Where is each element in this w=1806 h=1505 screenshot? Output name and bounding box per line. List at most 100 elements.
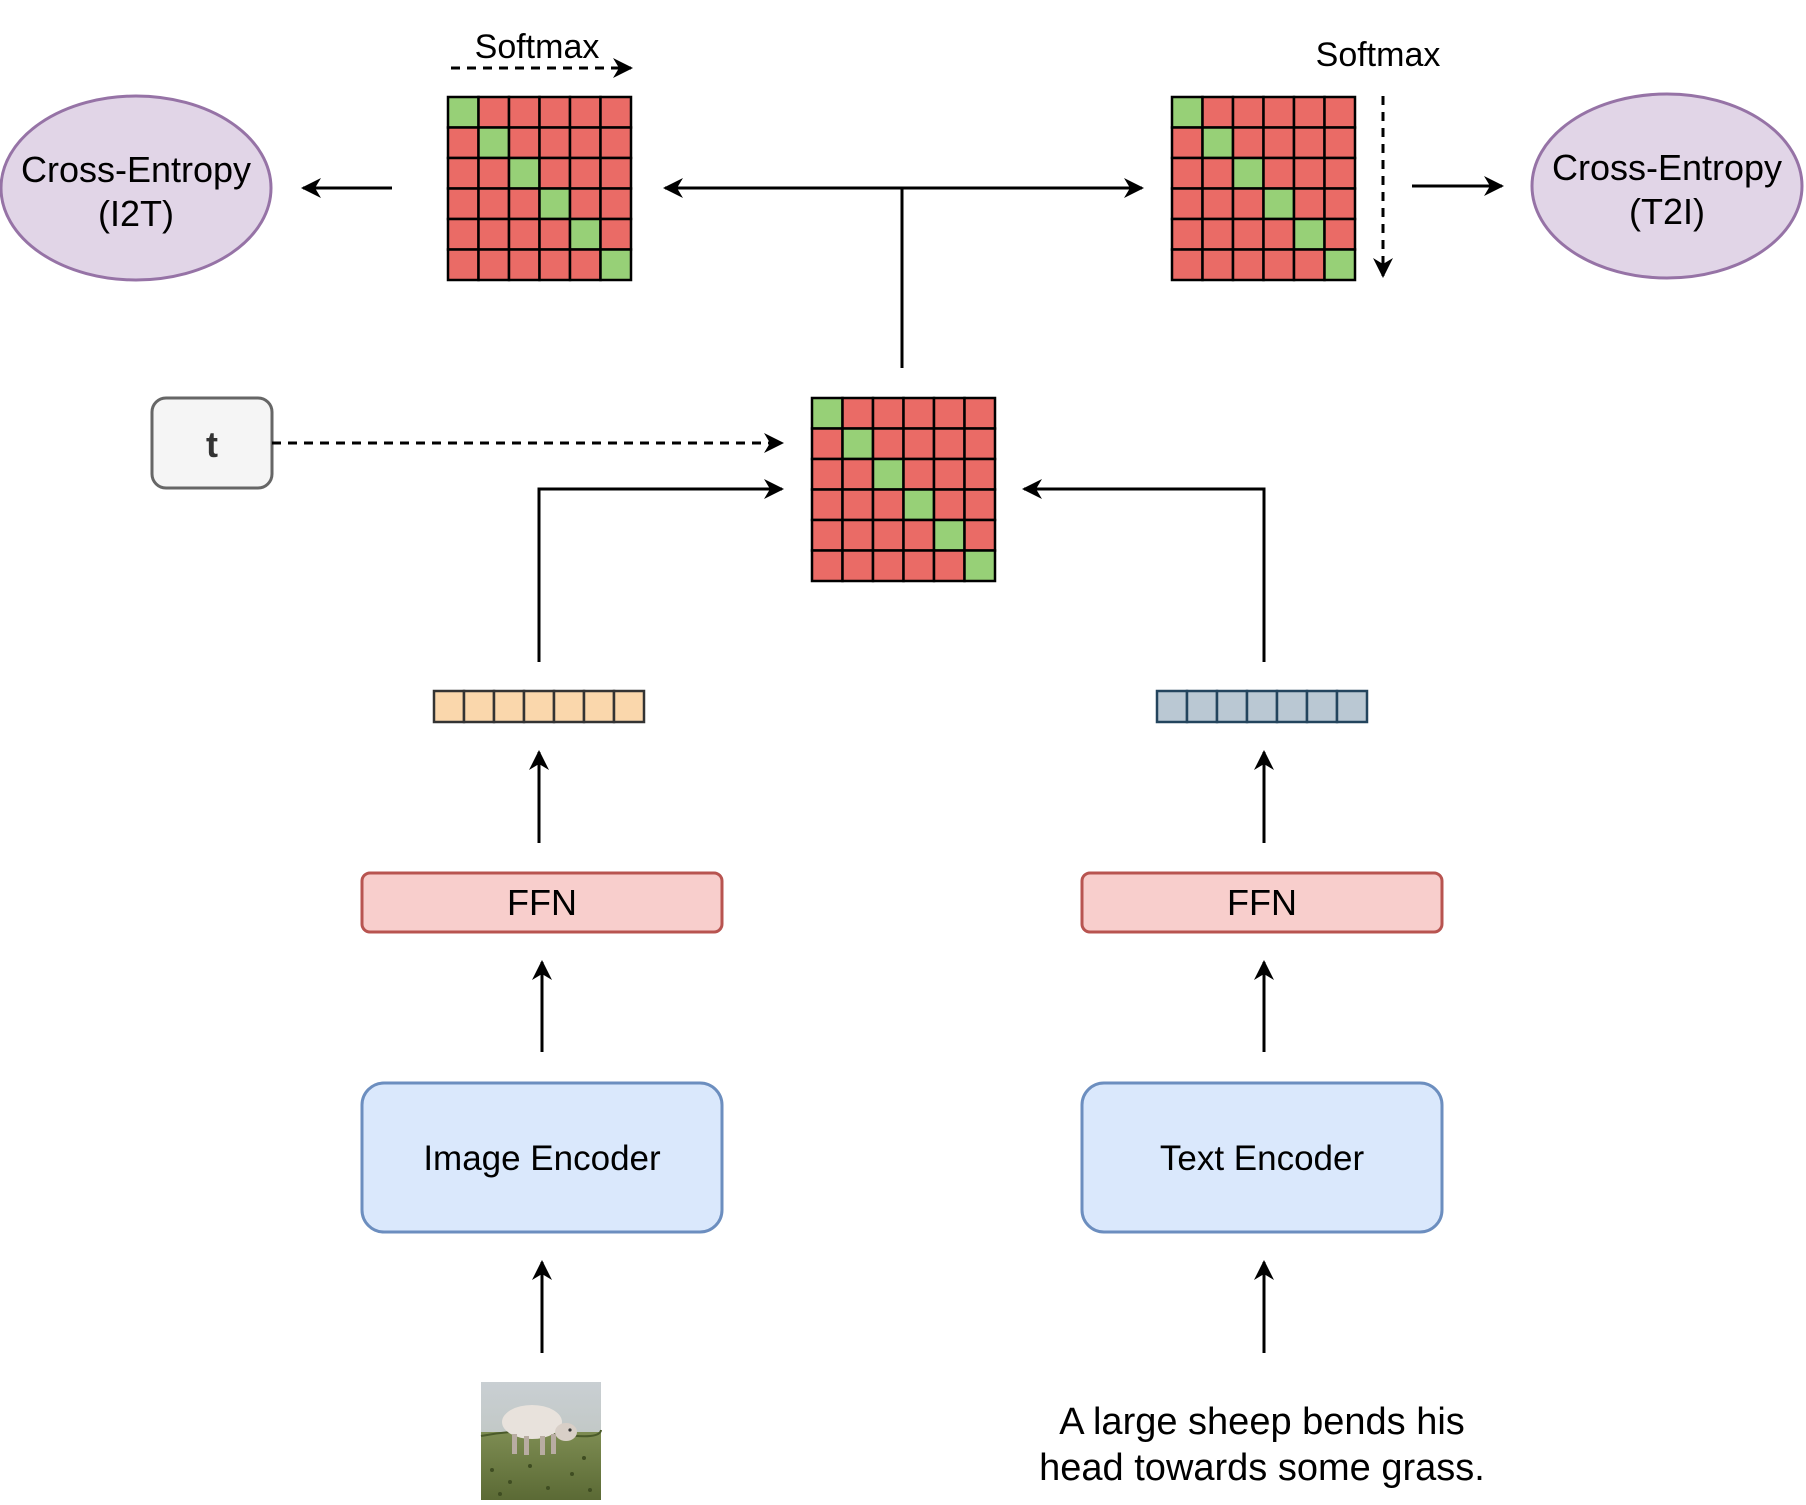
matrix-cell bbox=[1231, 126, 1265, 160]
matrix-cell bbox=[1201, 95, 1235, 129]
matrix-cell bbox=[1323, 156, 1357, 190]
matrix-cell bbox=[599, 95, 633, 129]
matrix-cell bbox=[1170, 156, 1204, 190]
vector-cell bbox=[432, 689, 466, 724]
matrix-cell bbox=[1292, 187, 1326, 221]
matrix-cell bbox=[871, 518, 905, 552]
matrix-cell bbox=[538, 95, 572, 129]
loss-t2i-line2: (T2I) bbox=[1629, 191, 1705, 232]
sheep-photo bbox=[480, 1382, 602, 1500]
matrix-cell bbox=[507, 95, 541, 129]
matrix-cell bbox=[841, 396, 875, 430]
matrix-cell bbox=[1292, 156, 1326, 190]
matrix-cell bbox=[963, 488, 997, 522]
ffn-image-label: FFN bbox=[507, 882, 577, 923]
matrix-cell bbox=[1262, 156, 1296, 190]
image-encoder: Image Encoder bbox=[360, 1081, 724, 1234]
matrix-cell bbox=[507, 248, 541, 282]
matrix-cell-diagonal bbox=[1292, 217, 1326, 251]
matrix-cell bbox=[963, 396, 997, 430]
image-embedding-arrow bbox=[537, 479, 784, 662]
matrix-cell bbox=[446, 156, 480, 190]
matrix-cell bbox=[568, 95, 602, 129]
matrix-cell bbox=[1323, 187, 1357, 221]
matrix-cell bbox=[902, 549, 936, 583]
ffn-image-box bbox=[360, 871, 724, 934]
matrix-cell-diagonal bbox=[446, 95, 480, 129]
matrix-cell bbox=[1323, 95, 1357, 129]
matrix-cell bbox=[1201, 217, 1235, 251]
matrix-cell bbox=[538, 126, 572, 160]
temperature-label: t bbox=[206, 424, 218, 465]
matrix-cell bbox=[963, 457, 997, 491]
matrix-cell bbox=[446, 217, 480, 251]
vector-cell bbox=[1185, 689, 1219, 724]
matrix-cell bbox=[477, 187, 511, 221]
sheep-leg bbox=[551, 1434, 556, 1454]
loss-i2t: Cross-Entropy (I2T) bbox=[0, 94, 273, 282]
matrix-cell bbox=[1292, 95, 1326, 129]
text-encoder-box bbox=[1080, 1081, 1444, 1234]
matrix-cell-diagonal bbox=[477, 126, 511, 160]
matrix-cell bbox=[932, 396, 966, 430]
softmax-left-label: Softmax bbox=[475, 28, 600, 66]
matrix-cell bbox=[1170, 187, 1204, 221]
vector-cell bbox=[582, 689, 616, 724]
matrix-cell bbox=[599, 126, 633, 160]
loss-t2i: Cross-Entropy (T2I) bbox=[1530, 92, 1804, 280]
matrix-cell bbox=[1262, 248, 1296, 282]
sheep-leg bbox=[524, 1436, 529, 1455]
similarity-matrix-i2t bbox=[446, 95, 633, 282]
loss-t2i-ellipse bbox=[1530, 92, 1804, 280]
matrix-cell bbox=[1201, 248, 1235, 282]
vector-cell bbox=[522, 689, 556, 724]
vector-cell bbox=[1335, 689, 1369, 724]
matrix-cell bbox=[477, 95, 511, 129]
image-encoder-box bbox=[360, 1081, 724, 1234]
vector-cell bbox=[1275, 689, 1309, 724]
matrix-cell bbox=[599, 156, 633, 190]
matrix-cell bbox=[902, 427, 936, 461]
text-encoder: Text Encoder bbox=[1080, 1081, 1444, 1234]
matrix-cell bbox=[841, 549, 875, 583]
vector-cell bbox=[1215, 689, 1249, 724]
matrix-cell bbox=[1201, 187, 1235, 221]
matrix-cell bbox=[1231, 248, 1265, 282]
matrix-cell bbox=[477, 156, 511, 190]
matrix-cell bbox=[599, 217, 633, 251]
vector-cell bbox=[1245, 689, 1279, 724]
matrix-cell bbox=[810, 549, 844, 583]
matrix-cell-diagonal bbox=[810, 396, 844, 430]
text-encoder-label: Text Encoder bbox=[1160, 1139, 1365, 1178]
loss-i2t-line1: Cross-Entropy bbox=[21, 149, 251, 190]
matrix-cell bbox=[932, 488, 966, 522]
matrix-cell bbox=[538, 217, 572, 251]
matrix-cell bbox=[1323, 217, 1357, 251]
matrix-cell bbox=[841, 488, 875, 522]
matrix-cell bbox=[1231, 187, 1265, 221]
matrix-cell bbox=[1292, 126, 1326, 160]
matrix-cell bbox=[871, 396, 905, 430]
text-embedding-vector bbox=[1155, 689, 1369, 724]
matrix-cell bbox=[1262, 126, 1296, 160]
matrix-cell bbox=[871, 549, 905, 583]
image-embedding-vector bbox=[432, 689, 646, 724]
matrix-cell bbox=[810, 427, 844, 461]
caption-line2: head towards some grass. bbox=[1039, 1447, 1485, 1489]
matrix-cell-diagonal bbox=[1170, 95, 1204, 129]
matrix-cell-diagonal bbox=[963, 549, 997, 583]
matrix-cell-diagonal bbox=[1262, 187, 1296, 221]
matrix-cell bbox=[568, 126, 602, 160]
matrix-cell bbox=[963, 518, 997, 552]
matrix-cell bbox=[1323, 126, 1357, 160]
similarity-matrix-t2i bbox=[1170, 95, 1357, 282]
matrix-cell bbox=[477, 217, 511, 251]
matrix-cell bbox=[841, 518, 875, 552]
loss-t2i-line1: Cross-Entropy bbox=[1552, 147, 1782, 188]
matrix-cell-diagonal bbox=[599, 248, 633, 282]
vector-cell bbox=[552, 689, 586, 724]
matrix-cell-diagonal bbox=[1323, 248, 1357, 282]
temperature-box: t bbox=[150, 396, 274, 490]
matrix-cell bbox=[1201, 156, 1235, 190]
